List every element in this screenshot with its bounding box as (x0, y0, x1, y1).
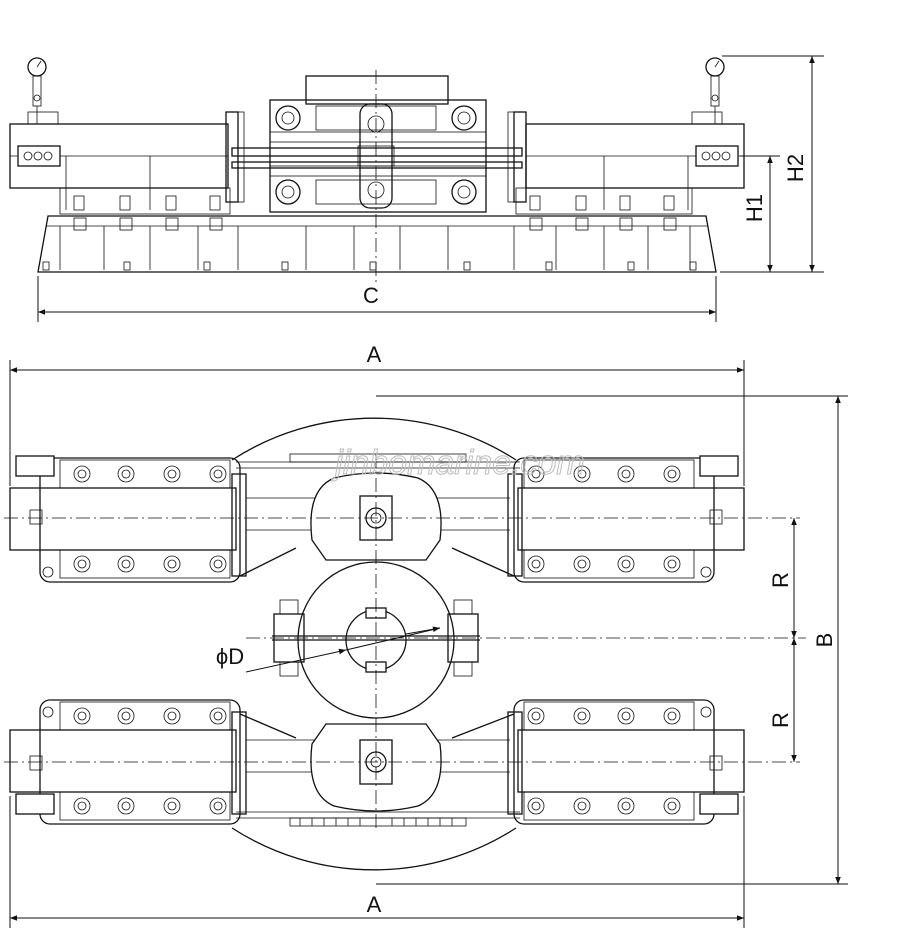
label-r-lower: R (768, 712, 793, 728)
bolts-lower-left (42, 706, 227, 815)
label-h2: H2 (783, 154, 808, 182)
label-c: C (363, 283, 379, 308)
module-upper-right (513, 457, 715, 583)
side-right-bolts (529, 195, 675, 211)
plate-lower-right (507, 711, 523, 815)
plate-lower-left (231, 711, 247, 815)
turntable-arc-top (231, 417, 517, 461)
label-h1: H1 (742, 194, 767, 222)
valve-lower-left (15, 793, 55, 815)
bolts-upper-right (527, 465, 712, 578)
valve-upper-left (15, 455, 55, 477)
plate-upper-right (507, 473, 523, 577)
valve-lower-right (699, 793, 739, 815)
turntable-arc-bottom (231, 827, 517, 871)
module-upper-left (39, 457, 241, 583)
side-left-valve (17, 145, 61, 167)
plan-view (4, 417, 806, 871)
cylinder-lower-left (9, 729, 237, 793)
label-r-upper: R (768, 572, 793, 588)
rack-top (289, 453, 467, 463)
rack-bottom (289, 817, 467, 827)
side-dimensions: C H1 H2 (37, 55, 824, 322)
side-bolt-icon (451, 105, 477, 131)
side-bolt-icon (451, 179, 477, 205)
cylinder-upper-left (9, 487, 237, 551)
label-d: ϕD (216, 644, 244, 669)
plan-dimensions: A A B R R ϕD (9, 342, 848, 928)
bolts-lower-right (527, 706, 712, 815)
plate-upper-left (231, 473, 247, 577)
side-bolt-icon (275, 179, 301, 205)
watermark-text: jinbomarine.com (331, 444, 584, 482)
side-base (37, 215, 717, 273)
bolts-upper-left (42, 465, 227, 578)
label-a-top: A (367, 342, 382, 367)
label-a-bottom: A (367, 892, 382, 917)
dim-d-line (345, 627, 441, 651)
side-view (9, 57, 745, 284)
side-tie-rod (231, 147, 523, 157)
side-base-ribs (59, 226, 691, 270)
side-left-bolts (73, 195, 221, 211)
valve-upper-right (699, 455, 739, 477)
side-right-valve (695, 145, 739, 167)
dim-d-leader (245, 648, 347, 673)
side-base-bolts (42, 217, 697, 271)
side-bolt-icon (275, 105, 301, 131)
label-b: B (812, 633, 837, 648)
